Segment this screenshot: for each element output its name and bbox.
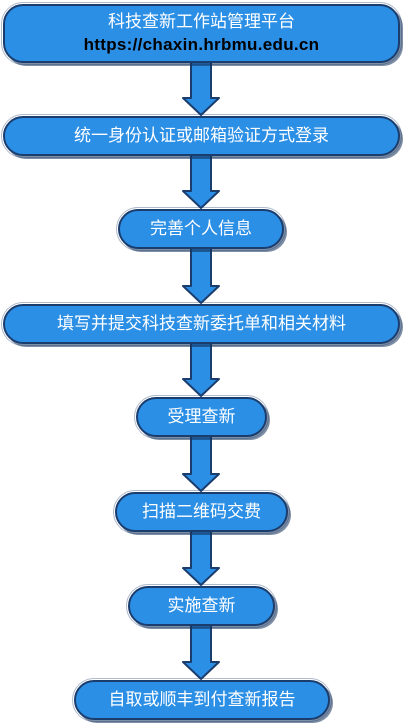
down-arrow-icon: [182, 625, 220, 680]
down-arrow-icon: [182, 62, 220, 116]
step-label: 受理查新: [167, 406, 236, 427]
down-arrow-icon: [182, 343, 220, 397]
down-arrow-icon: [182, 531, 220, 586]
step-accept: 受理查新: [134, 395, 269, 439]
step-label: 填写并提交科技查新委托单和相关材料: [57, 313, 346, 334]
down-arrow-icon: [182, 436, 220, 492]
step-search: 实施查新: [126, 584, 277, 628]
step-label: 扫描二维码交费: [142, 501, 261, 522]
step-label: 统一身份认证或邮箱验证方式登录: [74, 125, 329, 146]
step-submit: 填写并提交科技查新委托单和相关材料: [1, 302, 402, 346]
step-label: 实施查新: [167, 595, 236, 616]
step-label: 自取或顺丰到付查新报告: [108, 689, 296, 710]
step-platform: 科技查新工作站管理平台 https://chaxin.hrbmu.edu.cn: [1, 2, 402, 65]
down-arrow-icon: [182, 155, 220, 209]
step-profile: 完善个人信息: [116, 207, 286, 251]
platform-url[interactable]: https://chaxin.hrbmu.edu.cn: [83, 35, 320, 55]
step-payment: 扫描二维码交费: [113, 490, 290, 534]
step-report: 自取或顺丰到付查新报告: [72, 678, 332, 722]
step-label: 科技查新工作站管理平台: [108, 11, 295, 32]
step-login: 统一身份认证或邮箱验证方式登录: [1, 114, 402, 158]
down-arrow-icon: [182, 248, 220, 304]
step-label: 完善个人信息: [150, 218, 252, 239]
